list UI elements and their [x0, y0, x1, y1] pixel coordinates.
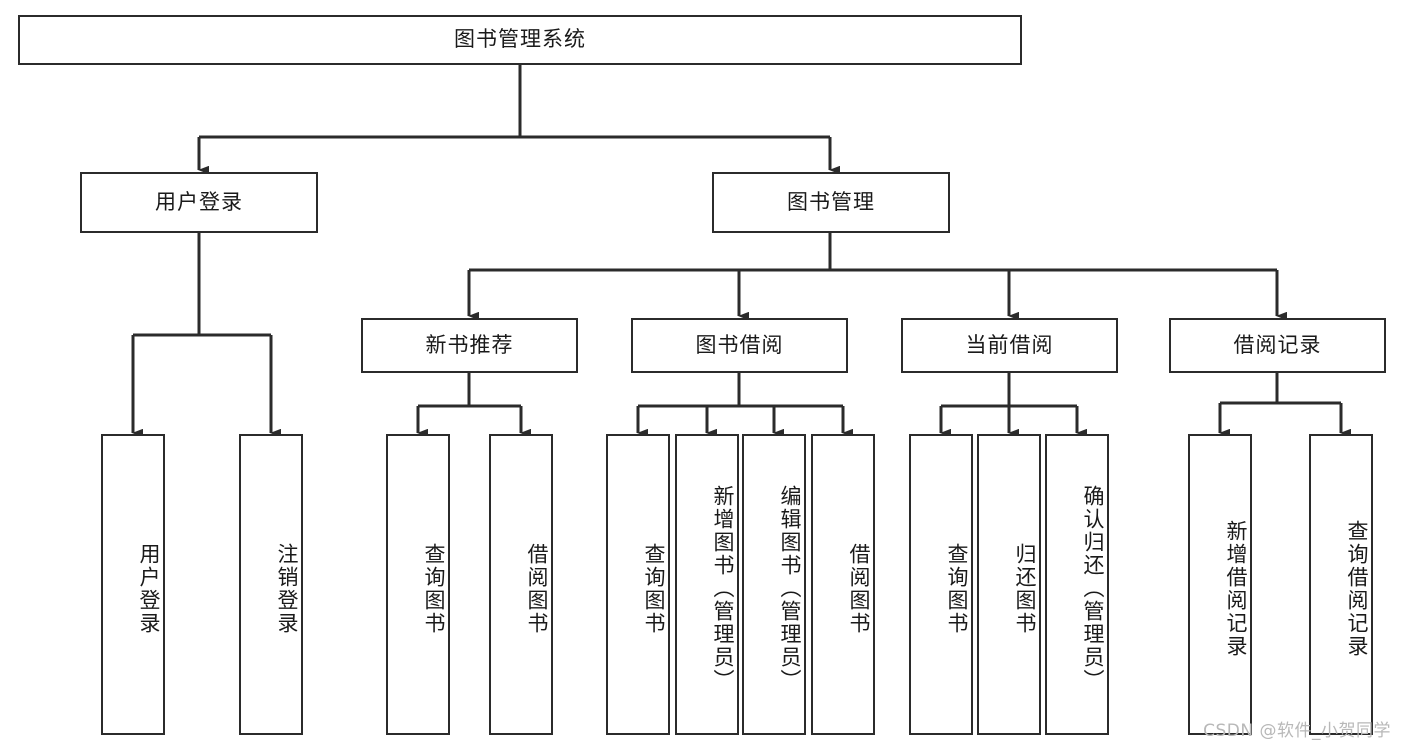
node-leaf-borrow-book-borrow[interactable]: 借阅图书 [811, 434, 875, 735]
node-leaf-query-book-rec[interactable]: 查询图书 [386, 434, 450, 735]
node-leaf-return-book[interactable]: 归还图书 [977, 434, 1041, 735]
node-book-manage[interactable]: 图书管理 [712, 172, 950, 233]
node-leaf-user-login[interactable]: 用户登录 [101, 434, 165, 735]
node-leaf-edit-book-admin[interactable]: 编辑图书（管理员） [742, 434, 806, 735]
node-leaf-query-book-borrow[interactable]: 查询图书 [606, 434, 670, 735]
node-leaf-query-book-current[interactable]: 查询图书 [909, 434, 973, 735]
node-leaf-add-borrow-record[interactable]: 新增借阅记录 [1188, 434, 1252, 735]
node-user-login[interactable]: 用户登录 [80, 172, 318, 233]
node-leaf-query-borrow-record[interactable]: 查询借阅记录 [1309, 434, 1373, 735]
node-leaf-borrow-book-rec[interactable]: 借阅图书 [489, 434, 553, 735]
csdn-watermark: CSDN @软件_小贺同学 [1203, 721, 1391, 741]
node-new-book-recommend[interactable]: 新书推荐 [361, 318, 578, 373]
node-root-system[interactable]: 图书管理系统 [18, 15, 1022, 65]
node-book-borrow[interactable]: 图书借阅 [631, 318, 848, 373]
node-borrow-record[interactable]: 借阅记录 [1169, 318, 1386, 373]
node-leaf-confirm-return-admin[interactable]: 确认归还（管理员） [1045, 434, 1109, 735]
node-current-borrow[interactable]: 当前借阅 [901, 318, 1118, 373]
node-leaf-add-book-admin[interactable]: 新增图书（管理员） [675, 434, 739, 735]
node-leaf-user-logout[interactable]: 注销登录 [239, 434, 303, 735]
